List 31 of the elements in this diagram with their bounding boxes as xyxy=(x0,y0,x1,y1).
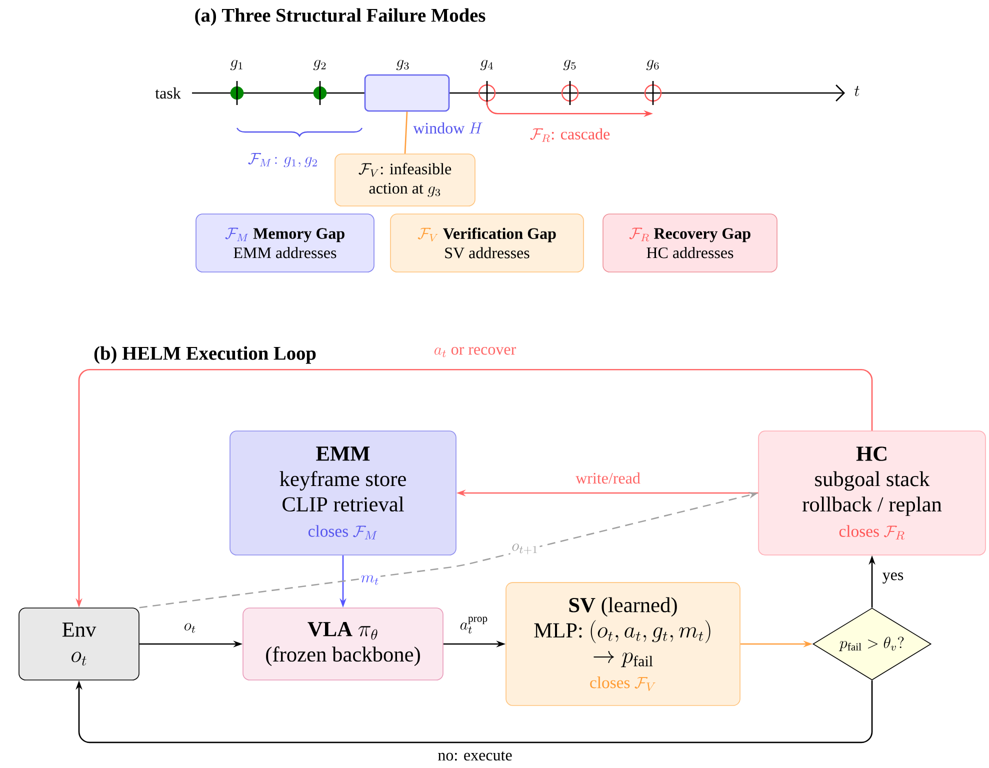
brace-label: $\mathcal{F}_M\colon g_1, g_2$ xyxy=(248,152,317,168)
milestone-label: $g_1$ xyxy=(230,60,242,70)
policy-box: VLA $\pi_\theta$ (frozen backbone) xyxy=(242,608,444,680)
environment-box: Env $o_t$ xyxy=(18,608,140,680)
edge-label: no: execute xyxy=(436,750,514,762)
milestone-label: $g_3$ xyxy=(396,60,409,70)
verifier-box: SV (learned) $\text{MLP: } (o_t, a_t, g_t, m_t)$ $\to p_{\text{fail}}$ $\text{closes } \mathcal{F}_V$ xyxy=(506,582,740,706)
panel-heading: (b) HELM Execution Loop xyxy=(94,346,316,364)
arrow xyxy=(76,680,873,744)
milestone-label: $g_2$ xyxy=(313,60,326,70)
edge-label: $m_t$ xyxy=(359,574,381,586)
module-box: HC subgoal stack rollback / replan $\text{closes } \mathcal{F}_R$ xyxy=(758,430,986,556)
failure-mode-box: $\mathcal{F}_M$ Memory Gap EMM addresses xyxy=(196,214,374,272)
edge-label: $\mathcal{F}_R\text{: cascade}$ xyxy=(528,126,612,144)
edge-label: yes xyxy=(881,571,905,585)
edge-label: $o_{t+1}$ xyxy=(510,542,540,556)
failure-mode-box: $\mathcal{F}_V$ Verification Gap SV addresses xyxy=(390,214,584,272)
edge-label: write/read xyxy=(574,471,642,485)
edge-label: $a_t^{\text{prop}}$ xyxy=(458,615,490,635)
module-box: EMM keyframe store CLIP retrieval $\text{closes } \mathcal{F}_M$ xyxy=(230,430,456,556)
failure-mode-box: $\mathcal{F}_R$ Recovery Gap HC addresses xyxy=(602,214,778,272)
axis-label: $t$ xyxy=(854,86,860,96)
window-label: $\text{window } H$ xyxy=(413,122,482,134)
edge-label: $a_t \text{ or recover}$ xyxy=(432,346,518,358)
milestone-label: $g_4$ xyxy=(480,60,493,70)
milestone-label: $g_5$ xyxy=(563,60,576,70)
annotation-box: $\begin{array}{c}\mathcal{F}_V\text{: infeasible}\\ \text{action at } g_3\end{array}$ xyxy=(334,154,476,206)
axis-label: task xyxy=(155,87,181,99)
milestone-label: $g_6$ xyxy=(646,60,659,70)
edge-label: $o_t$ xyxy=(182,622,198,634)
panel-heading: (a) Three Structural Failure Modes xyxy=(195,8,486,26)
